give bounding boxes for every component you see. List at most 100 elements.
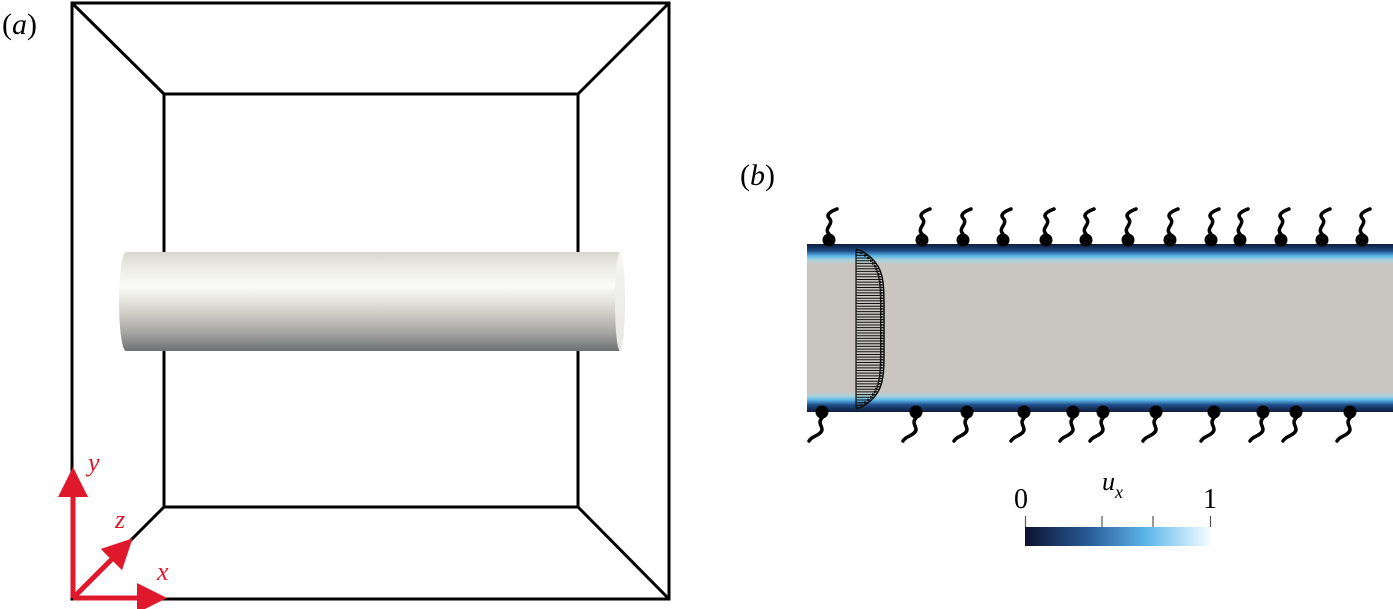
coordinate-axes: y x z	[58, 448, 169, 609]
polymer-anchor-bead	[815, 405, 829, 419]
polymer-chain	[1042, 207, 1056, 236]
velocity-arrowhead	[880, 326, 884, 330]
velocity-arrowhead	[856, 406, 860, 410]
velocity-arrowhead	[879, 342, 884, 346]
velocity-arrowhead	[880, 320, 884, 324]
polymer-chain	[918, 207, 932, 236]
velocity-arrowhead	[879, 318, 884, 322]
velocity-arrowhead	[869, 395, 874, 399]
panel-b: (b) 0 1 ux	[740, 159, 1393, 546]
polymer-anchor-bead	[1066, 405, 1080, 419]
velocity-arrowhead	[879, 355, 884, 359]
z-axis-label: z	[114, 505, 125, 534]
velocity-arrowhead	[879, 371, 884, 375]
box-outer-frame	[70, 1, 671, 601]
velocity-arrowhead	[875, 267, 880, 271]
velocity-arrowhead	[879, 312, 884, 316]
box-edge-bottom-right	[576, 505, 671, 601]
polymer-chain	[959, 207, 973, 236]
polymers-bottom-wall	[807, 405, 1357, 443]
polymer-chain	[1141, 416, 1158, 443]
polymer-chain	[1124, 207, 1138, 236]
polymer-anchor-bead	[1079, 233, 1093, 247]
velocity-arrowhead	[878, 277, 883, 282]
polymer-anchor-bead	[1256, 405, 1270, 419]
channel-bulk	[807, 244, 1393, 412]
velocity-arrowhead	[879, 309, 884, 314]
velocity-arrowhead	[879, 339, 884, 343]
polymer-anchor-bead	[909, 405, 923, 419]
polymer-anchor-bead	[1204, 233, 1218, 247]
velocity-arrowhead	[879, 347, 884, 351]
polymer-anchor-bead	[1096, 405, 1110, 419]
velocity-arrowhead	[873, 264, 878, 268]
velocity-arrowhead	[879, 366, 884, 370]
velocity-arrowhead	[876, 384, 881, 389]
velocity-arrowhead	[880, 328, 884, 332]
velocity-arrowhead	[864, 253, 869, 257]
polymer-chain	[1335, 416, 1352, 443]
velocity-arrowhead	[876, 269, 881, 274]
polymer-anchor-bead	[1343, 405, 1357, 419]
velocity-arrowhead	[877, 275, 882, 279]
velocity-arrowhead	[867, 256, 872, 260]
velocity-arrowhead	[879, 304, 884, 308]
velocity-arrowhead	[879, 344, 884, 349]
channel-top-wall-layer	[807, 244, 1393, 264]
colorbar: 0 1 ux	[1014, 467, 1217, 546]
box-edge-top-right	[576, 1, 671, 96]
velocity-arrowhead	[856, 248, 860, 252]
panel-b-label: (b)	[740, 159, 775, 192]
velocity-arrowhead	[879, 301, 884, 306]
polymer-anchor-bead	[960, 405, 974, 419]
velocity-arrowhead	[867, 398, 872, 402]
velocity-arrowhead	[879, 296, 884, 300]
velocity-arrowhead	[879, 358, 884, 362]
velocity-arrowhead	[878, 374, 883, 378]
velocity-arrowhead	[879, 283, 884, 287]
velocity-arrowhead	[864, 401, 869, 405]
velocity-arrowhead	[879, 299, 884, 303]
velocity-arrowhead	[879, 350, 884, 354]
polymer-anchor-bead	[1289, 405, 1303, 419]
velocity-arrowhead	[860, 403, 865, 407]
velocity-arrowhead	[879, 363, 884, 367]
colorbar-max-label: 1	[1203, 484, 1217, 515]
cylinder-pipe	[119, 252, 625, 351]
velocity-arrowhead	[879, 291, 884, 295]
polymer-anchor-bead	[1121, 233, 1135, 247]
channel	[807, 244, 1393, 412]
polymer-chain	[1009, 416, 1026, 443]
velocity-arrowhead	[878, 376, 883, 381]
velocity-arrowhead	[880, 331, 884, 335]
velocity-arrowhead	[879, 360, 884, 365]
polymer-chain	[825, 207, 839, 236]
velocity-arrowhead	[872, 393, 877, 397]
polymer-chain	[1281, 416, 1298, 443]
velocity-profile-envelope	[859, 249, 885, 409]
polymer-chain	[1248, 416, 1265, 443]
polymer-chain	[1207, 207, 1221, 236]
polymer-anchor-bead	[1355, 233, 1369, 247]
box-edge-top-left	[70, 1, 166, 96]
polymer-chain	[1082, 207, 1096, 236]
velocity-arrowhead	[879, 293, 884, 298]
velocity-arrowhead	[879, 288, 884, 292]
polymer-chain	[1358, 207, 1372, 236]
polymer-anchor-bead	[1274, 233, 1288, 247]
polymer-anchor-bead	[1039, 233, 1053, 247]
z-axis-arrow	[71, 538, 133, 600]
polymer-anchor-bead	[915, 233, 929, 247]
polymer-chain	[999, 207, 1013, 236]
channel-bottom-wall-layer	[807, 392, 1393, 412]
velocity-arrowhead	[877, 382, 882, 386]
velocity-arrowhead	[880, 334, 884, 338]
polymer-chain	[1166, 207, 1180, 236]
velocity-arrowhead	[879, 336, 884, 340]
velocity-arrowhead	[872, 261, 877, 265]
velocity-arrowhead	[879, 352, 884, 357]
polymer-chain	[1199, 416, 1216, 443]
polymer-anchor-bead	[1315, 233, 1329, 247]
polymer-anchor-bead	[956, 233, 970, 247]
panel-a-label: (a)	[2, 8, 37, 41]
